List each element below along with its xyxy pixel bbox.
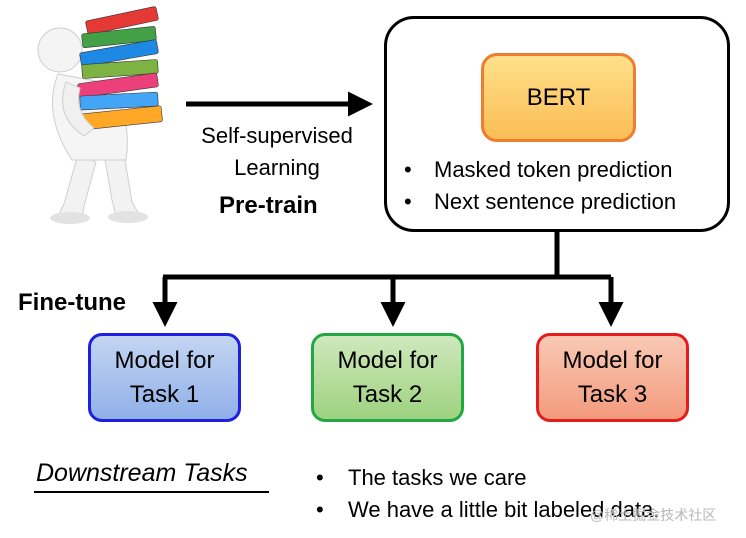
list-item: •Next sentence prediction [404, 189, 677, 214]
bert-model-box: BERT [481, 53, 636, 142]
task1-model-box: Model for Task 1 [88, 333, 241, 422]
finetune-stage-label: Fine-tune [18, 289, 126, 316]
list-item: •The tasks we care [316, 465, 527, 490]
downstream-underline [34, 491, 269, 493]
list-item: •We have a little bit labeled data. [316, 497, 660, 522]
task2-model-box: Model for Task 2 [311, 333, 464, 422]
list-item: •Masked token prediction [404, 157, 673, 182]
watermark: @稀土掘金技术社区 [590, 507, 717, 523]
self-supervised-label: Self-supervised Learning [201, 123, 353, 180]
downstream-notes-list: •The tasks we care •We have a little bit… [316, 462, 659, 526]
bert-label: BERT [526, 83, 591, 111]
downstream-title: Downstream Tasks [36, 459, 248, 487]
task3-model-box: Model for Task 3 [536, 333, 689, 422]
pretrain-objectives-list: •Masked token prediction •Next sentence … [404, 154, 676, 218]
person-carrying-books-icon [37, 6, 163, 224]
pretrain-stage-label: Pre-train [219, 192, 318, 219]
